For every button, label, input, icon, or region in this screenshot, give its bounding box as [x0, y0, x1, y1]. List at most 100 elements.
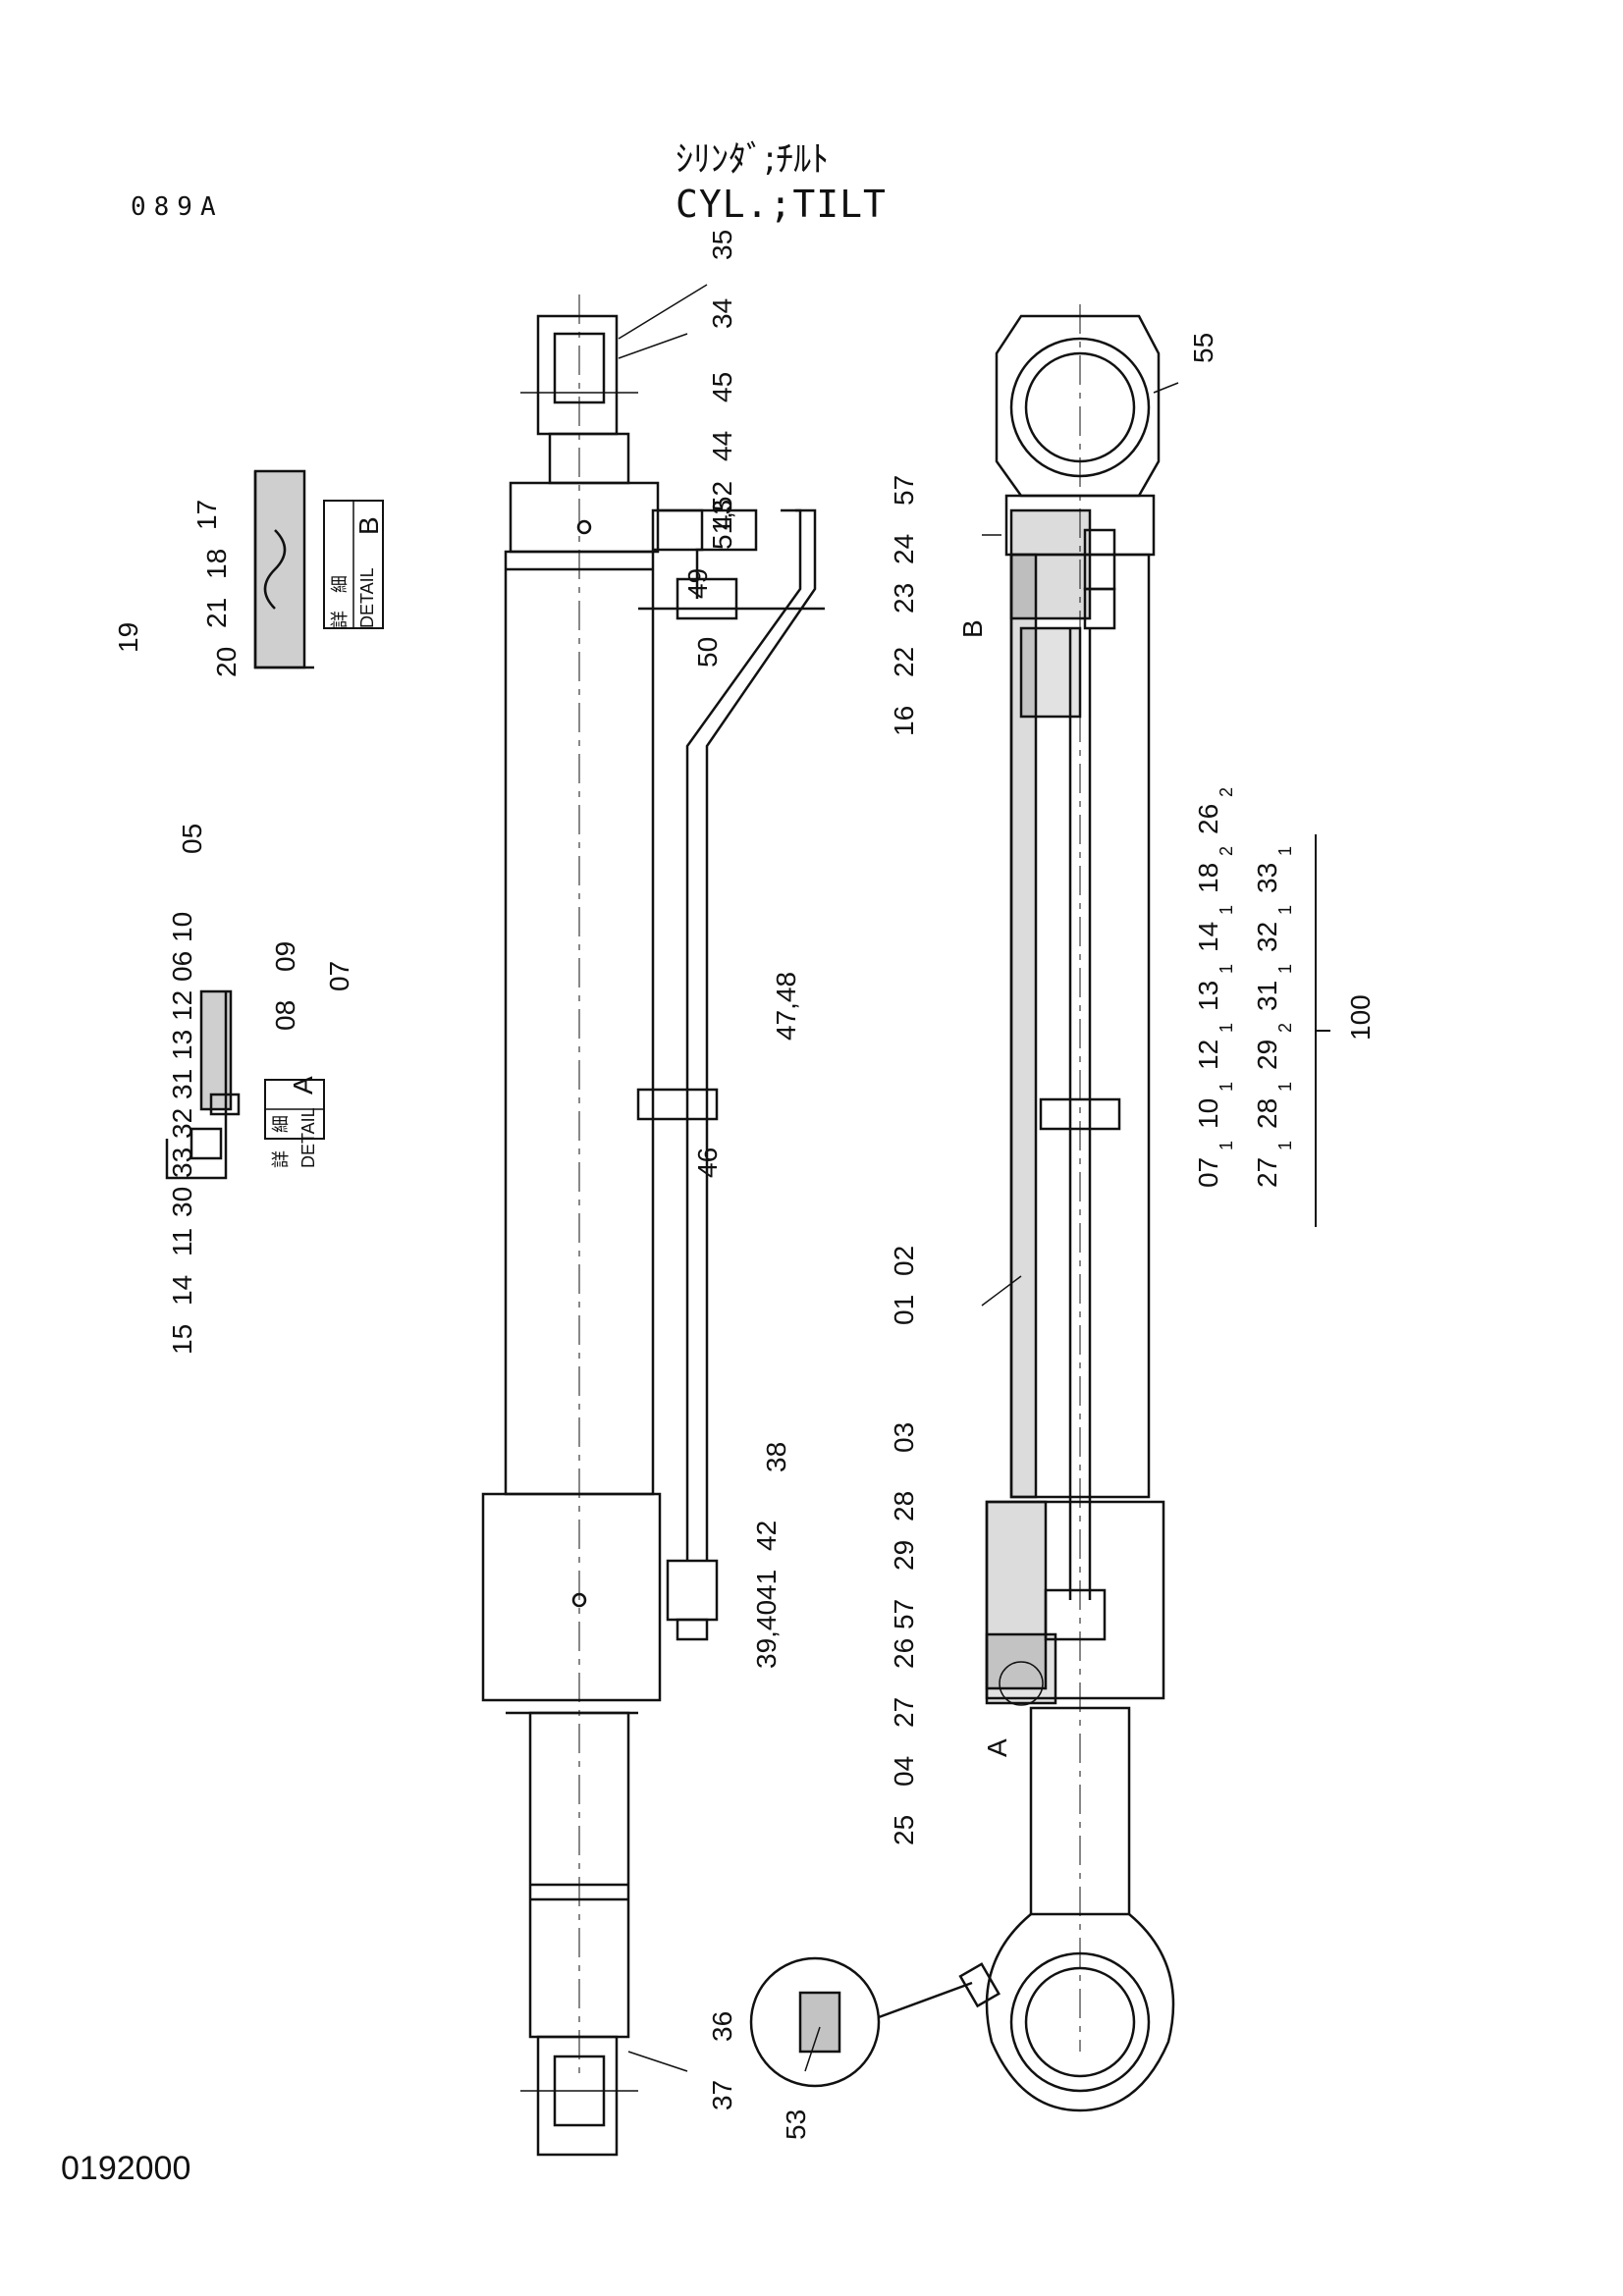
- kit-row1-qty-26: 2: [1217, 787, 1236, 797]
- label-middle-47-48: 47,48: [771, 972, 801, 1041]
- label-middle-49: 49: [682, 568, 713, 599]
- kit-row2-27: 27: [1252, 1157, 1282, 1188]
- label-detail-a-10: 10: [167, 912, 197, 942]
- label-middle-42: 42: [751, 1521, 782, 1551]
- right-cylinder-view: [749, 304, 1175, 2112]
- label-right-28-10: 28: [889, 1491, 919, 1522]
- kit-row2-31: 31: [1252, 981, 1282, 1011]
- label-detail-a-09: 09: [270, 941, 300, 972]
- kit-row1-07: 07: [1193, 1157, 1223, 1188]
- kit-row2-qty-28: 1: [1275, 1082, 1295, 1092]
- label-middle-43: 43: [707, 500, 737, 530]
- bottom-clevis: [536, 2035, 619, 2157]
- kit-row1-qty-18: 2: [1217, 846, 1236, 856]
- kit-row1-qty-14: 1: [1217, 905, 1236, 915]
- gland-block: [481, 1492, 662, 1702]
- title-english: CYL.;TILT: [676, 183, 887, 226]
- label-right-29-11: 29: [889, 1540, 919, 1571]
- label-right-01-8: 01: [889, 1295, 919, 1325]
- label-middle-45: 45: [707, 372, 737, 402]
- label-detail-a-32: 32: [167, 1108, 197, 1139]
- label-middle-35: 35: [707, 230, 737, 260]
- label-right-55-0: 55: [1188, 333, 1218, 363]
- label-right-16-5: 16: [889, 706, 919, 736]
- label-right-53-18: 53: [781, 2109, 811, 2140]
- label-detail-a-33: 33: [167, 1148, 197, 1178]
- label-detail-a-12: 12: [167, 990, 197, 1021]
- label-right-B-6: B: [957, 619, 988, 638]
- label-detail-a-05: 05: [177, 824, 207, 854]
- label-detail-b-17: 17: [191, 500, 222, 530]
- kit-row1-12: 12: [1193, 1040, 1223, 1070]
- detail-b-en: DETAIL: [357, 567, 377, 628]
- label-right-57-12: 57: [889, 1599, 919, 1629]
- detail-a-letter: A: [288, 1076, 318, 1095]
- kit-row2-qty-29: 2: [1275, 1023, 1295, 1033]
- label-middle-46: 46: [692, 1148, 723, 1178]
- leader-lines: [618, 284, 1179, 2072]
- label-detail-a-15: 15: [167, 1324, 197, 1355]
- label-right-26-13: 26: [889, 1638, 919, 1669]
- label-detail-a-08: 08: [270, 1000, 300, 1031]
- kit-row1-qty-07: 1: [1217, 1141, 1236, 1150]
- document-number: 0192000: [61, 2150, 191, 2187]
- label-middle-41: 41: [751, 1570, 782, 1600]
- label-right-03-9: 03: [889, 1422, 919, 1453]
- drawing-code: 089A: [131, 192, 224, 222]
- label-middle-50: 50: [692, 637, 723, 667]
- detail-b-letter: B: [353, 516, 384, 535]
- kit-row2-33: 33: [1252, 863, 1282, 893]
- detail-a-en: DETAIL: [298, 1107, 318, 1168]
- label-detail-a-13: 13: [167, 1030, 197, 1060]
- kit-row1-qty-10: 1: [1217, 1082, 1236, 1092]
- label-detail-a-30: 30: [167, 1187, 197, 1217]
- label-right-57-1: 57: [889, 475, 919, 506]
- label-middle-34: 34: [707, 298, 737, 329]
- label-middle-39-40: 39,40: [751, 1600, 782, 1669]
- label-right-04-15: 04: [889, 1756, 919, 1787]
- kit-row1-18: 18: [1193, 863, 1223, 893]
- label-middle-51-52: 51,52: [707, 481, 737, 550]
- label-right-22-4: 22: [889, 647, 919, 677]
- title-japanese: ｼﾘﾝﾀﾞ;ﾁﾙﾄ: [676, 139, 830, 180]
- detail-b-drawing: [253, 469, 384, 669]
- kit-row2-qty-27: 1: [1275, 1141, 1295, 1150]
- label-detail-a-11: 11: [167, 1228, 197, 1256]
- kit-row2-qty-32: 1: [1275, 905, 1295, 915]
- detail-circle-53: [749, 1956, 881, 2088]
- detail-a-drawing: [165, 989, 325, 1180]
- label-detail-b-18: 18: [201, 549, 232, 579]
- kit-row1-26: 26: [1193, 804, 1223, 834]
- detail-b-jp: 詳 細: [330, 575, 350, 628]
- label-detail-b-21: 21: [201, 598, 232, 628]
- label-right-24-2: 24: [889, 534, 919, 564]
- label-detail-b-20: 20: [211, 647, 242, 677]
- seal-kit-list: 0711011211311411822622712812923113213311…: [1193, 787, 1376, 1188]
- kit-row2-28: 28: [1252, 1098, 1282, 1129]
- label-detail-a-31: 31: [167, 1069, 197, 1099]
- kit-row1-13: 13: [1193, 981, 1223, 1011]
- label-right-02-7: 02: [889, 1246, 919, 1276]
- kit-row2-32: 32: [1252, 922, 1282, 952]
- head-block: [509, 481, 660, 554]
- part-labels: 0510061213313233301114150908071917182120…: [113, 230, 1218, 2140]
- kit-row1-qty-13: 1: [1217, 964, 1236, 974]
- kit-total: 100: [1345, 994, 1376, 1041]
- label-detail-a-14: 14: [167, 1275, 197, 1306]
- kit-row2-qty-33: 1: [1275, 846, 1295, 856]
- label-detail-b-19: 19: [113, 622, 143, 653]
- kit-row2-29: 29: [1252, 1040, 1282, 1070]
- pipe-clamp: [636, 1088, 719, 1121]
- rod-eye: [985, 1913, 1175, 2112]
- kit-row1-10: 10: [1193, 1098, 1223, 1129]
- middle-cylinder-view: [481, 294, 825, 2157]
- label-right-A-17: A: [982, 1738, 1012, 1757]
- kit-row1-14: 14: [1193, 922, 1223, 952]
- kit-row2-qty-31: 1: [1275, 964, 1295, 974]
- label-detail-a-06: 06: [167, 951, 197, 982]
- label-right-25-16: 25: [889, 1815, 919, 1845]
- label-middle-44: 44: [707, 431, 737, 461]
- label-middle-37: 37: [707, 2080, 737, 2110]
